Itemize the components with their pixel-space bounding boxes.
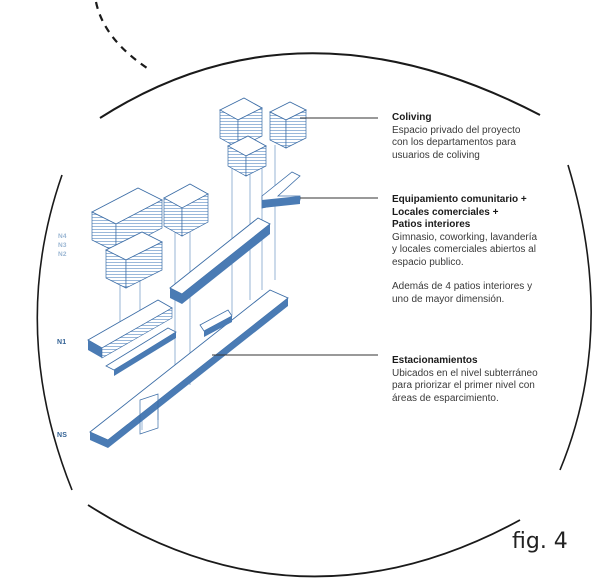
- coliving-block-f: [227, 135, 267, 177]
- coliving-block-e: [268, 101, 308, 149]
- basement-slab: [89, 289, 289, 448]
- leader-lines: [212, 117, 378, 356]
- annotation-coliving-body: Espacio privado del proyecto con los dep…: [392, 124, 521, 161]
- coliving-block-a: [91, 187, 163, 253]
- level-label-ns: NS: [57, 432, 68, 439]
- figure-label: fig. 4: [512, 529, 568, 554]
- annotation-coliving-title: Coliving: [392, 112, 432, 123]
- dashed-curve: [94, 1, 151, 71]
- annotation-equipamiento: Equipamiento comunitario + Locales comer…: [392, 194, 582, 306]
- coliving-block-b: [104, 231, 164, 289]
- community-slab: [169, 171, 301, 304]
- circle-arc-top: [99, 52, 541, 119]
- annotation-estacionamientos: Estacionamientos Ubicados en el nivel su…: [392, 355, 582, 405]
- annotation-estacionamientos-title: Estacionamientos: [392, 355, 478, 366]
- circle-arc-right: [559, 164, 592, 471]
- level-label-n3: N3: [58, 242, 67, 249]
- annotation-equipamiento-body: Gimnasio, coworking, lavandería y locale…: [392, 231, 538, 268]
- coliving-block-c: [163, 183, 209, 237]
- circle-arc-bottom: [87, 504, 521, 578]
- annotation-estacionamientos-body: Ubicados en el nivel subterráneo para pr…: [392, 367, 538, 404]
- ground-level-slabs: [87, 299, 233, 376]
- annotation-equipamiento-extra: Además de 4 patios interiores y uno de m…: [392, 281, 533, 305]
- level-label-n4: N4: [58, 233, 67, 240]
- annotation-equipamiento-title: Equipamiento comunitario + Locales comer…: [392, 194, 527, 230]
- annotation-coliving: Coliving Espacio privado del proyecto co…: [392, 112, 582, 162]
- level-label-n2: N2: [58, 251, 67, 258]
- level-label-n1: N1: [57, 339, 67, 346]
- circle-arc-left: [36, 174, 73, 491]
